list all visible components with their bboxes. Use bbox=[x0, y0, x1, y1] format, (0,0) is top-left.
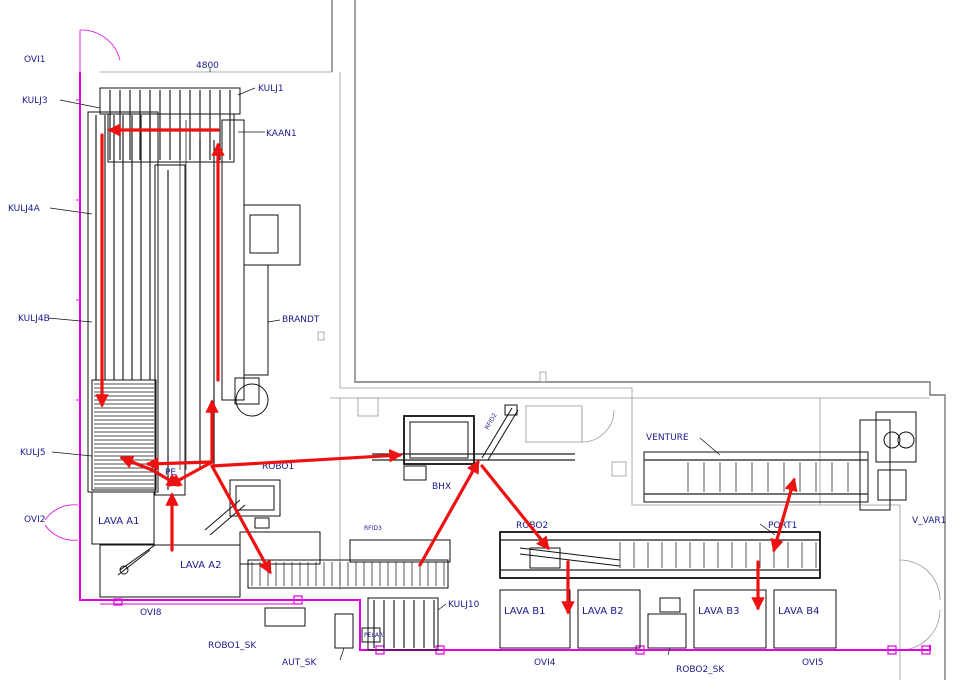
label-lava-a2: LAVA A2 bbox=[180, 560, 221, 571]
kulj4-conveyor-block bbox=[87, 87, 301, 496]
flow-arrow-hub-lava-a1 bbox=[167, 460, 214, 487]
lava-b-pallets bbox=[499, 589, 837, 649]
label-ovi4: OVI4 bbox=[534, 658, 556, 668]
label-rfid-small: RFID2 bbox=[484, 412, 499, 431]
label-lava-b4: LAVA B4 bbox=[778, 606, 819, 617]
robo2-conveyor bbox=[499, 531, 821, 649]
label-ovi8: OVI8 bbox=[140, 608, 162, 618]
label-robo1-sk: ROBO1_SK bbox=[208, 641, 257, 651]
flow-arrow-port1-venture bbox=[770, 477, 798, 553]
label-robo1: ROBO1 bbox=[262, 462, 294, 472]
label-lava-b2: LAVA B2 bbox=[582, 606, 623, 617]
label-ovi5: OVI5 bbox=[802, 658, 823, 668]
label-kulj3: KULJ3 bbox=[22, 96, 48, 106]
label-lava-a1: LAVA A1 bbox=[98, 516, 139, 527]
label-ovi2: OVI2 bbox=[24, 515, 45, 525]
flow-arrow-conveyor-bhx bbox=[418, 459, 480, 567]
label-robo2-sk: ROBO2_SK bbox=[676, 665, 725, 675]
venture-machine bbox=[643, 411, 917, 511]
flow-arrow-hub-left bbox=[145, 456, 214, 471]
label-kulj5: KULJ5 bbox=[20, 448, 46, 458]
label-v-var1: V_VAR1 bbox=[912, 516, 946, 526]
label-bhx: BHX bbox=[432, 482, 451, 492]
door-swings bbox=[44, 29, 941, 651]
flow-arrow-bhx-robo2 bbox=[480, 464, 550, 551]
label-venture: VENTURE bbox=[646, 433, 689, 443]
label-ovi1: OVI1 bbox=[24, 55, 45, 65]
label-aut-sk: AUT_SK bbox=[282, 658, 317, 668]
label-kulj10: KULJ10 bbox=[448, 600, 480, 610]
label-pelar: PELAR bbox=[364, 632, 383, 639]
flow-arrow-hub-conveyor bbox=[210, 464, 272, 575]
robo1-cell bbox=[91, 479, 281, 598]
label-lava-b1: LAVA B1 bbox=[504, 606, 545, 617]
label-dimension: 4800 bbox=[196, 61, 219, 71]
label-pe: PE bbox=[165, 468, 176, 478]
label-kaan1: KAAN1 bbox=[266, 129, 297, 139]
material-flow-arrows bbox=[95, 123, 798, 615]
building-walls bbox=[100, 0, 946, 680]
flow-arrow-hub-bhx bbox=[210, 448, 403, 468]
label-leaders bbox=[47, 68, 776, 661]
label-kulj1: KULJ1 bbox=[258, 84, 284, 94]
label-kulj4a: KULJ4A bbox=[8, 204, 41, 214]
labels: OVI1 4800 KULJ1 KULJ3 KAAN1 KULJ4A KULJ4… bbox=[8, 55, 946, 675]
label-lava-b3: LAVA B3 bbox=[698, 606, 739, 617]
bhx-machine bbox=[372, 404, 575, 481]
center-conveyor bbox=[239, 531, 451, 651]
label-kulj4b: KULJ4B bbox=[18, 314, 50, 324]
label-brandt: BRANDT bbox=[282, 315, 320, 325]
label-rfid: RFID3 bbox=[364, 525, 382, 532]
